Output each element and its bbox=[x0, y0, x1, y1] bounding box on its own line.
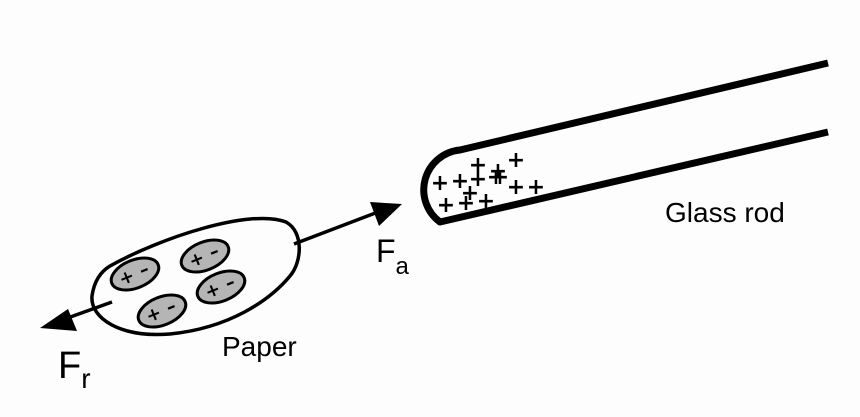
molecule-ellipse bbox=[179, 238, 231, 274]
rod-plus-charge: + bbox=[431, 171, 449, 196]
molecule-ellipse bbox=[109, 256, 161, 292]
rod-plus-charge: + bbox=[527, 175, 545, 200]
force-repulsion-subscript: r bbox=[81, 363, 90, 394]
paper-molecule: +– bbox=[195, 269, 247, 305]
attraction-force-line bbox=[293, 210, 379, 246]
force-repulsion-symbol: F bbox=[58, 345, 81, 387]
rod-plus-charge: + bbox=[457, 191, 475, 216]
paper-piece bbox=[90, 216, 301, 337]
molecule-positive-sign: + bbox=[202, 278, 224, 303]
rod-plus-charge: + bbox=[461, 181, 479, 206]
rod-plus-charge: + bbox=[437, 193, 455, 218]
glass-rod bbox=[420, 59, 829, 226]
rod-plus-charge: + bbox=[489, 159, 507, 184]
rod-plus-charge: + bbox=[477, 189, 495, 214]
attraction-arrowhead bbox=[370, 202, 402, 226]
rod-plus-charge: + bbox=[451, 169, 469, 194]
rod-plus-charge: + bbox=[507, 148, 525, 173]
molecule-ellipse bbox=[195, 269, 247, 305]
rod-plus-charge: + bbox=[469, 153, 487, 178]
paper-molecule: +– bbox=[109, 256, 161, 292]
paper-label: Paper bbox=[222, 331, 297, 362]
repulsion-arrowhead bbox=[40, 309, 77, 331]
molecule-positive-sign: + bbox=[116, 265, 138, 290]
rod-plus-charge: + bbox=[469, 167, 487, 192]
glass-rod-label: Glass rod bbox=[665, 197, 785, 228]
glass-rod-charges: ++++++++++++++ bbox=[431, 148, 545, 218]
paper-molecule: +– bbox=[136, 293, 188, 329]
force-repulsion-label: Fr bbox=[58, 345, 91, 394]
molecule-positive-sign: + bbox=[143, 302, 165, 327]
paper-molecule: +– bbox=[179, 238, 231, 274]
force-attraction-symbol: F bbox=[376, 233, 396, 269]
force-attraction-subscript: a bbox=[396, 253, 410, 280]
rod-plus-charge: + bbox=[491, 165, 509, 190]
molecule-ellipse bbox=[136, 293, 188, 329]
rod-plus-charge: + bbox=[507, 175, 525, 200]
molecule-positive-sign: + bbox=[186, 247, 208, 272]
rod-plus-charge: + bbox=[487, 165, 505, 190]
force-attraction-label: Fa bbox=[376, 233, 410, 280]
paper-molecules: +–+–+–+– bbox=[109, 238, 247, 329]
